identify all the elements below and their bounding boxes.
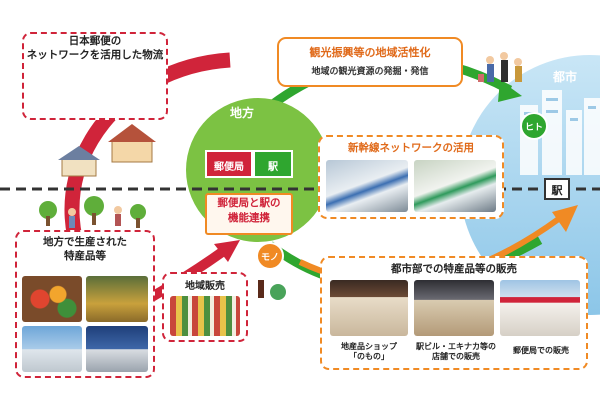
hito-badge: ヒト — [520, 112, 548, 140]
city-sales-photo-post-office — [500, 280, 580, 336]
tourism-subtitle: 地域の観光資源の発掘・発信 — [277, 64, 463, 77]
shinkansen-photo-2 — [414, 160, 496, 212]
station-sign-label: 駅 — [546, 182, 568, 198]
product-photo-vegetables — [22, 276, 82, 322]
function-collaboration-label: 郵便局と駅の 機能連携 — [205, 196, 293, 226]
station-label: 駅 — [255, 158, 291, 173]
city-sales-photo-station-store — [414, 280, 494, 336]
post-office-label: 郵便局 — [207, 158, 251, 173]
region-label-chiho: 地方 — [230, 104, 254, 121]
mono-badge: モノ — [256, 242, 284, 270]
local-sales-photo — [170, 296, 240, 336]
city-sales-photo-shop — [330, 280, 408, 336]
local-products-title: 地方で生産された 特産品等 — [15, 235, 155, 263]
station-sign: 駅 — [544, 178, 570, 200]
mono-label: モノ — [258, 250, 282, 263]
product-photo-factory — [22, 326, 82, 372]
city-sales-title: 都市部での特産品等の販売 — [320, 261, 588, 276]
product-photo-rice-field — [86, 276, 148, 322]
tourism-title: 観光振興等の地域活性化 — [277, 44, 463, 60]
city-sales-caption-3: 郵便局での販売 — [500, 346, 582, 356]
shinkansen-photo-1 — [326, 160, 408, 212]
city-sales-caption-1: 地産品ショップ 「のもの」 — [326, 342, 412, 362]
logistics-network-title: 日本郵便の ネットワークを活用した物流 — [22, 34, 168, 62]
products-illustration — [258, 280, 286, 300]
hito-label: ヒト — [522, 120, 546, 133]
local-sales-title: 地域販売 — [162, 277, 248, 292]
city-sales-caption-2: 駅ビル・エキナカ等の 店舗での販売 — [410, 342, 502, 362]
post-office-badge: 郵便局 — [205, 150, 253, 178]
shinkansen-title: 新幹線ネットワークの活用 — [318, 140, 504, 155]
station-badge: 駅 — [253, 150, 293, 178]
product-photo-building — [86, 326, 148, 372]
city-label: 都市 — [553, 68, 577, 85]
